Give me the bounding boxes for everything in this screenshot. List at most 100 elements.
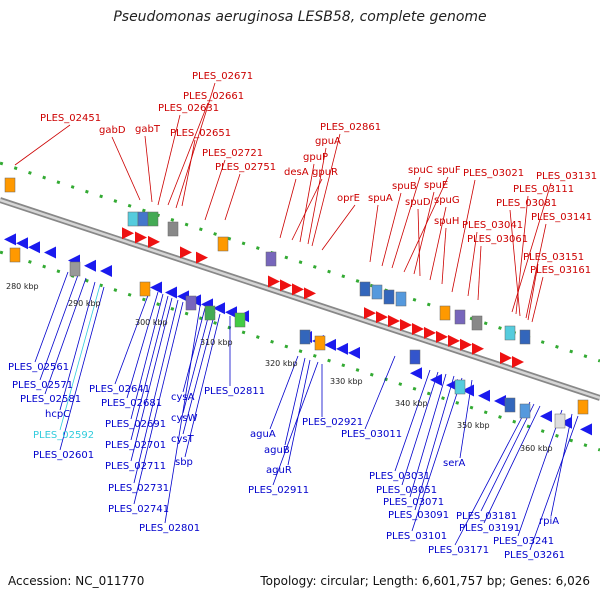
gene-label[interactable]: PLES_02711 — [105, 461, 166, 472]
reverse-gene-arrow — [430, 373, 442, 386]
leader-line — [224, 173, 241, 221]
gene-label[interactable]: PLES_02661 — [183, 91, 244, 102]
gene-label[interactable]: aguB — [264, 445, 290, 456]
gene-label[interactable]: spuD — [405, 197, 431, 208]
gene-label[interactable]: spuH — [434, 216, 459, 227]
gene-label[interactable]: PLES_02681 — [101, 398, 162, 409]
gene-label[interactable]: PLES_02571 — [12, 380, 73, 391]
gene-label[interactable]: spuA — [368, 193, 393, 204]
gene-label[interactable]: spuE — [424, 180, 448, 191]
reverse-gene-arrow — [84, 259, 96, 272]
gene-label[interactable]: cysW — [171, 413, 198, 424]
leader-line — [157, 114, 181, 206]
feature-block — [147, 211, 159, 227]
leader-line — [59, 286, 105, 451]
leader-line — [299, 163, 315, 243]
gene-label[interactable]: spuB — [392, 181, 417, 192]
gene-label[interactable]: PLES_02701 — [105, 440, 166, 451]
gene-label[interactable]: PLES_02592 — [33, 430, 94, 441]
leader-line — [114, 289, 151, 385]
gene-label[interactable]: PLES_02631 — [158, 103, 219, 114]
gene-label[interactable]: spuG — [434, 195, 460, 206]
gene-label[interactable]: PLES_02651 — [170, 128, 231, 139]
gene-label[interactable]: PLES_03131 — [536, 171, 597, 182]
leader-line — [59, 284, 101, 431]
feature-block — [9, 247, 21, 263]
gene-label[interactable]: cysA — [171, 392, 195, 403]
reverse-gene-arrow — [324, 338, 336, 351]
reverse-gene-arrow — [165, 286, 177, 299]
gene-label[interactable]: serA — [443, 458, 465, 469]
gene-label[interactable]: sbp — [175, 457, 193, 468]
gene-label[interactable]: PLES_02691 — [105, 419, 166, 430]
gene-label[interactable]: PLES_03071 — [383, 497, 444, 508]
gene-label[interactable]: oprE — [337, 193, 360, 204]
gene-label[interactable]: cysT — [171, 434, 195, 445]
gene-label[interactable]: PLES_03091 — [388, 510, 449, 521]
gene-label[interactable]: PLES_03161 — [530, 265, 591, 276]
gene-label[interactable]: aguA — [250, 429, 276, 440]
leader-line — [441, 227, 447, 285]
gene-label[interactable]: PLES_03141 — [531, 212, 592, 223]
feature-block — [265, 251, 277, 267]
gene-label[interactable]: PLES_02911 — [248, 485, 309, 496]
gene-label[interactable]: PLES_03061 — [467, 234, 528, 245]
gene-label[interactable]: PLES_02451 — [40, 113, 101, 124]
gene-label[interactable]: spuC — [408, 165, 433, 176]
gene-label[interactable]: PLES_02741 — [108, 504, 169, 515]
gene-label[interactable]: PLES_03111 — [513, 184, 574, 195]
feature-block — [4, 177, 16, 193]
leader-line — [394, 369, 431, 472]
gene-label[interactable]: PLES_02921 — [302, 417, 363, 428]
gene-label[interactable]: PLES_02751 — [215, 162, 276, 173]
gene-label[interactable]: PLES_03011 — [341, 429, 402, 440]
tick-label: 350 kbp — [457, 421, 490, 430]
gene-label[interactable]: PLES_03031 — [369, 471, 430, 482]
feature-block — [139, 281, 151, 297]
reverse-gene-arrow — [225, 306, 237, 319]
gene-label[interactable]: PLES_03021 — [463, 168, 524, 179]
gene-label[interactable]: desA — [284, 167, 309, 178]
leader-line — [401, 371, 439, 486]
gene-label[interactable]: gabT — [135, 124, 161, 135]
gene-label[interactable]: PLES_02861 — [320, 122, 381, 133]
leader-line — [531, 276, 544, 323]
forward-gene-arrow — [472, 342, 484, 355]
gene-label[interactable]: PLES_03191 — [459, 523, 520, 534]
gene-label[interactable]: aguR — [266, 465, 292, 476]
gene-label[interactable]: gpuP — [303, 152, 328, 163]
leader-line — [550, 413, 573, 517]
gene-label[interactable]: PLES_02731 — [108, 483, 169, 494]
gene-label[interactable]: PLES_02561 — [8, 362, 69, 373]
gene-label[interactable]: PLES_02671 — [192, 71, 253, 82]
gene-label[interactable]: gabD — [99, 125, 126, 136]
gene-label[interactable]: PLES_03171 — [428, 545, 489, 556]
gene-label[interactable]: PLES_03081 — [496, 198, 557, 209]
gene-label[interactable]: gpuR — [312, 167, 338, 178]
gene-label[interactable]: PLES_02801 — [139, 523, 200, 534]
gene-label[interactable]: PLES_02601 — [33, 450, 94, 461]
reverse-gene-arrow — [213, 302, 225, 315]
gene-label[interactable]: gpuA — [315, 136, 341, 147]
gene-label[interactable]: PLES_03151 — [523, 252, 584, 263]
leader-line — [467, 231, 478, 297]
tick-label: 330 kbp — [330, 377, 363, 386]
gene-label[interactable]: PLES_03041 — [462, 220, 523, 231]
gene-label[interactable]: PLES_03261 — [504, 550, 565, 561]
gene-label[interactable]: PLES_02641 — [89, 384, 150, 395]
forward-gene-arrow — [512, 355, 524, 368]
gene-label[interactable]: PLES_02581 — [20, 394, 81, 405]
leader-line — [527, 263, 539, 321]
gene-label[interactable]: rpiA — [539, 516, 559, 527]
gene-label[interactable]: PLES_02811 — [204, 386, 265, 397]
gene-label[interactable]: PLES_02721 — [202, 148, 263, 159]
gene-label[interactable]: PLES_03051 — [376, 485, 437, 496]
gene-label[interactable]: PLES_03181 — [456, 511, 517, 522]
gene-label[interactable]: PLES_03241 — [493, 536, 554, 547]
gene-label[interactable]: spuF — [437, 165, 461, 176]
gene-label[interactable]: hcpC — [45, 409, 70, 420]
gene-label[interactable]: PLES_03101 — [386, 531, 447, 542]
leader-line — [517, 409, 563, 537]
leader-line — [311, 133, 341, 247]
